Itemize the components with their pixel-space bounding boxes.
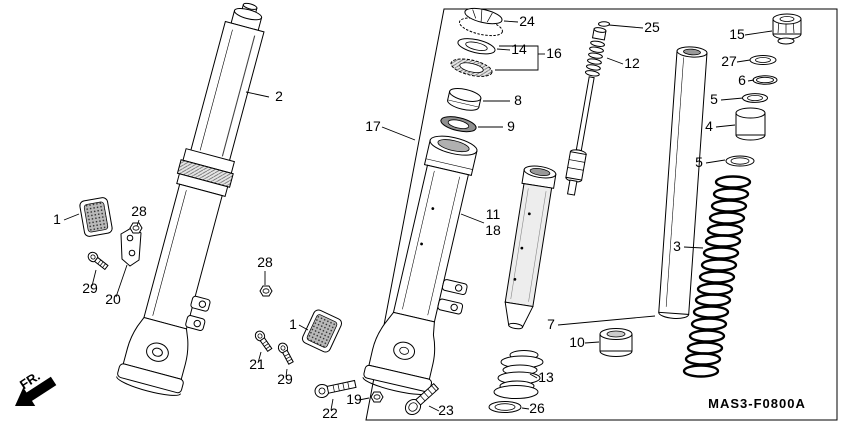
part-label-20: 20 <box>105 291 121 307</box>
part-label-26: 26 <box>529 400 545 416</box>
part-label-15: 15 <box>729 26 745 42</box>
part-oring-6 <box>752 75 778 85</box>
part-label-25: 25 <box>644 19 660 35</box>
part-label-7: 7 <box>547 316 555 332</box>
part-reflector-pad-left <box>79 197 113 237</box>
part-fork-outer-tube <box>362 135 478 395</box>
part-label-24: 24 <box>519 13 535 29</box>
part-washer-27 <box>749 55 777 65</box>
part-label-9: 9 <box>507 118 515 134</box>
diagram-frame <box>365 8 838 421</box>
diagram-code: MAS3-F0800A <box>708 396 806 411</box>
part-label-1-mid: 1 <box>289 316 297 332</box>
part-label-8: 8 <box>514 92 522 108</box>
part-label-23: 23 <box>438 402 454 418</box>
part-nut-19 <box>370 391 384 403</box>
part-fork-cap-15 <box>772 13 802 45</box>
part-collar-4 <box>735 107 766 141</box>
part-nut-28-left <box>129 222 143 234</box>
part-label-22: 22 <box>322 405 338 421</box>
part-label-11: 11 <box>486 206 501 222</box>
part-label-3: 3 <box>673 238 681 254</box>
part-label-2: 2 <box>275 88 283 104</box>
part-damper-rod-12 <box>565 27 607 196</box>
part-label-18: 18 <box>485 222 501 238</box>
middle-exploded-small-parts <box>440 7 503 133</box>
part-label-27: 27 <box>721 53 737 69</box>
part-dust-boot-13 <box>493 350 544 399</box>
part-oil-lock-piece-10 <box>599 328 633 357</box>
part-label-19: 19 <box>346 391 362 407</box>
part-label-29-mid: 29 <box>277 371 293 387</box>
part-label-6: 6 <box>738 72 746 88</box>
part-label-10: 10 <box>569 334 585 350</box>
part-label-4: 4 <box>705 118 713 134</box>
part-label-17: 17 <box>365 118 381 134</box>
part-reflector-pad-mid <box>301 309 343 353</box>
part-label-21: 21 <box>249 356 265 372</box>
part-ring-5-lower <box>725 155 755 167</box>
leader-lines <box>63 20 773 412</box>
part-stopper-ring-25 <box>598 21 610 27</box>
part-inner-tube <box>504 165 557 330</box>
part-label-16: 16 <box>546 45 562 61</box>
fr-arrow-icon <box>15 376 57 406</box>
part-label-1-left: 1 <box>53 211 61 227</box>
part-label-28-left: 28 <box>131 203 147 219</box>
part-label-29-left: 29 <box>82 280 98 296</box>
part-label-14: 14 <box>511 41 527 57</box>
part-nut-28-mid <box>259 285 273 297</box>
part-label-28-mid: 28 <box>257 254 273 270</box>
part-washer-5-upper <box>742 93 768 103</box>
part-label-13: 13 <box>538 369 554 385</box>
part-label-5-lower: 5 <box>695 154 703 170</box>
part-fork-assembly <box>116 2 265 396</box>
part-socket-bolt-22 <box>314 379 357 399</box>
part-ring-26 <box>488 401 522 413</box>
part-label-12: 12 <box>624 55 640 71</box>
part-hex-bolt-23 <box>404 382 440 415</box>
part-slider-pipe <box>658 46 708 319</box>
part-label-5-upper: 5 <box>710 91 718 107</box>
part-labels: 2 1 28 29 20 24 14 16 8 9 17 11 18 12 25… <box>53 13 746 421</box>
